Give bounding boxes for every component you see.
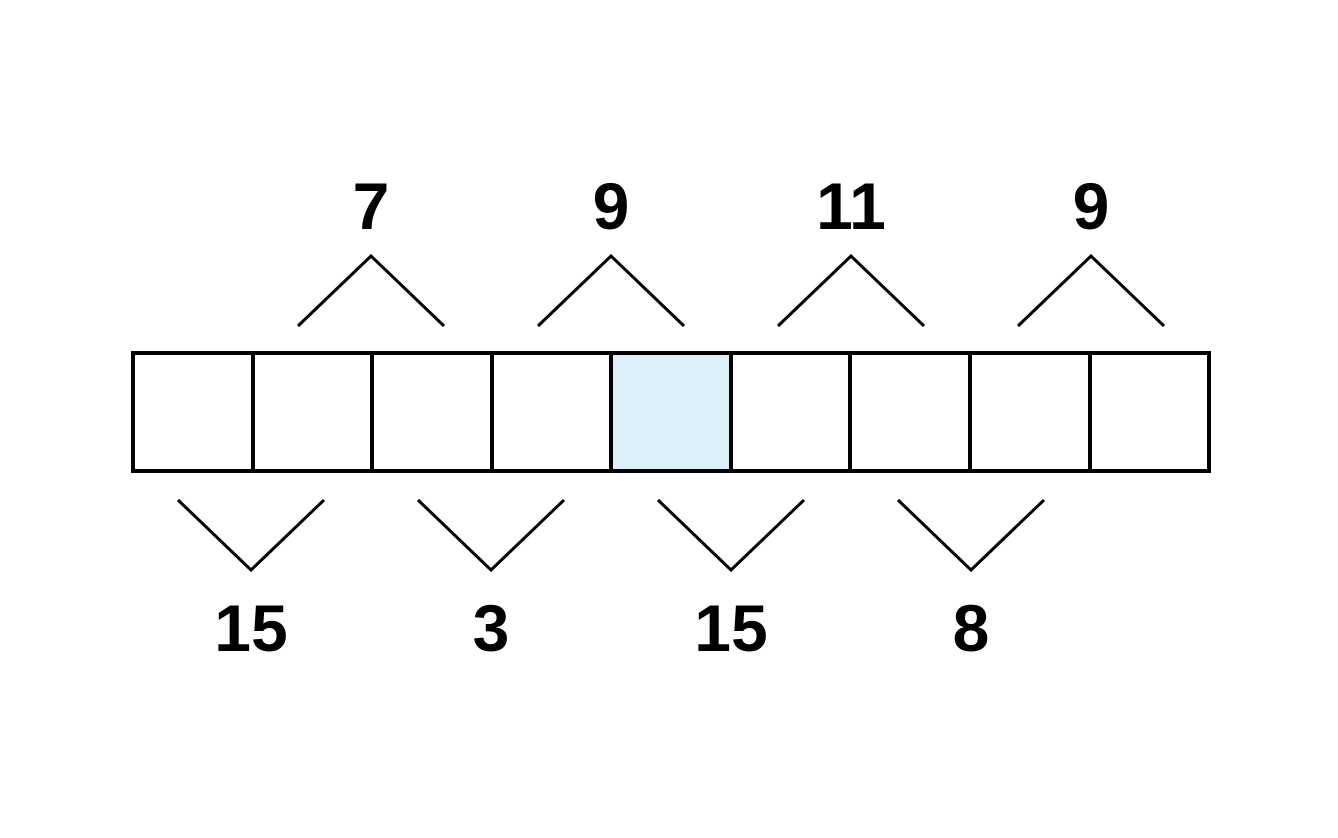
top-sum-label: 7 bbox=[352, 169, 390, 243]
cell-row bbox=[131, 351, 1211, 473]
cell-highlighted[interactable] bbox=[613, 355, 733, 469]
cell[interactable] bbox=[493, 355, 614, 469]
cell[interactable] bbox=[254, 355, 375, 469]
cell[interactable] bbox=[1091, 355, 1208, 469]
top-sum-label: 11 bbox=[816, 169, 886, 243]
caret-up-icon bbox=[776, 253, 926, 328]
bottom-sum-label: 8 bbox=[952, 591, 990, 665]
caret-up-icon bbox=[1016, 253, 1166, 328]
caret-down-icon bbox=[656, 498, 806, 573]
cell[interactable] bbox=[971, 355, 1092, 469]
cell[interactable] bbox=[852, 355, 972, 469]
caret-down-icon bbox=[176, 498, 326, 573]
bottom-sum-label: 15 bbox=[694, 591, 768, 665]
cell[interactable] bbox=[135, 355, 255, 469]
cell[interactable] bbox=[374, 355, 494, 469]
caret-up-icon bbox=[296, 253, 446, 328]
top-sum-label: 9 bbox=[1072, 169, 1110, 243]
top-sum-label: 9 bbox=[592, 169, 630, 243]
caret-down-icon bbox=[896, 498, 1046, 573]
cell[interactable] bbox=[732, 355, 853, 469]
bottom-sum-label: 15 bbox=[214, 591, 288, 665]
bottom-sum-label: 3 bbox=[472, 591, 510, 665]
caret-down-icon bbox=[416, 498, 566, 573]
caret-up-icon bbox=[536, 253, 686, 328]
